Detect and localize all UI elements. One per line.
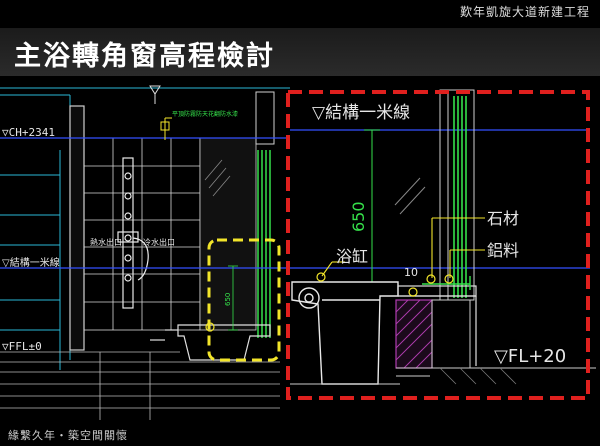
label-aluminum: 鋁料	[487, 241, 519, 260]
glass-panel	[199, 137, 257, 331]
dim-650-small: 650	[224, 293, 232, 306]
cold-water-label: 冷水出口	[143, 237, 175, 247]
left-wall	[69, 105, 85, 351]
yellow-highlight-box	[207, 238, 281, 362]
green-mullion-right	[453, 96, 467, 298]
bottom-bar	[0, 422, 600, 446]
section-drawing: ▽CH+2341 ▽結構一米線 ▽FFL±0 平頂防霧防天花翻防水漆 熱水出口 …	[0, 76, 600, 422]
tile-grid	[83, 137, 201, 331]
drain-inner	[304, 293, 314, 303]
project-name: 歎年凱旋大道新建工程	[459, 5, 590, 19]
dim-650-large: 650	[349, 201, 368, 232]
hot-water-label: 熱水出口	[90, 237, 122, 247]
dim-10: 10	[404, 266, 418, 279]
floor-lines-left	[0, 351, 280, 420]
callout-gap-dot	[408, 287, 418, 297]
label-stone: 石材	[487, 209, 519, 228]
level-fl: ▽FL+20	[494, 346, 566, 367]
red-highlight-box	[286, 90, 590, 400]
shower-column	[117, 157, 149, 309]
title-bar	[0, 28, 600, 76]
drain-outer	[298, 287, 320, 309]
footer-text: 緣繫久年・築空間關懷	[8, 429, 128, 442]
ledge-green	[422, 276, 471, 290]
waterproof-note: 平頂防霧防天花翻防水漆	[172, 110, 238, 118]
magenta-hatch	[395, 299, 433, 369]
level-structure-right: ▽結構一米線	[312, 103, 410, 123]
marker-top	[149, 85, 161, 104]
level-structure-left: ▽結構一米線	[2, 256, 60, 269]
window-frame-top	[255, 91, 275, 145]
level-ch: ▽CH+2341	[2, 126, 55, 139]
level-ffl: ▽FFL±0	[2, 340, 42, 353]
label-bathtub: 浴缸	[336, 247, 368, 266]
callout-bathtub-dot	[316, 272, 326, 282]
page-title: 主浴轉角窗高程檢討	[14, 41, 275, 72]
glass-hatch	[204, 159, 231, 197]
callout-stone-dot	[426, 274, 436, 284]
top-bar	[0, 0, 600, 24]
note-marker	[160, 121, 170, 131]
glass-hatch-right	[394, 177, 426, 215]
right-base-hatch	[439, 367, 517, 385]
small-dimension	[228, 265, 238, 331]
green-mullion-left	[257, 150, 271, 338]
callout-aluminum-dot	[444, 274, 454, 284]
right-base	[290, 299, 596, 385]
